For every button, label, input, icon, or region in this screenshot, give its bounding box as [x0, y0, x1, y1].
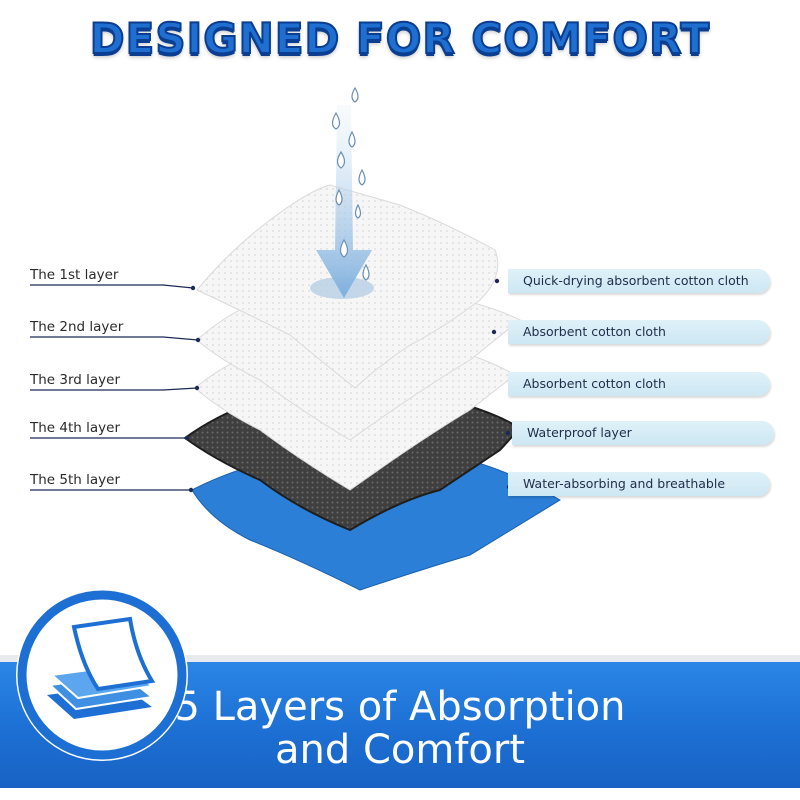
layer-1-label: The 1st layer	[30, 267, 119, 283]
layer-3-label: The 3rd layer	[30, 372, 121, 388]
layer-3-description: Absorbent cotton cloth	[508, 372, 770, 396]
banner-line-2: and Comfort	[274, 727, 526, 773]
layer-4-label: The 4th layer	[30, 420, 120, 436]
layers-badge-icon	[16, 589, 188, 761]
banner-line-1: 5 Layers of Absorption	[174, 684, 626, 730]
water-droplet-icon	[331, 86, 370, 281]
headline: DESIGNED FOR COMFORT	[89, 13, 711, 64]
layer-1-description: Quick-drying absorbent cotton cloth	[508, 269, 770, 293]
layer-4-description: Waterproof layer	[512, 421, 774, 445]
layer-2-label: The 2nd layer	[30, 319, 124, 335]
layer-5-label: The 5th layer	[30, 472, 120, 488]
layer-5-description: Water-absorbing and breathable	[508, 472, 770, 496]
banner-top-edge	[0, 655, 800, 665]
down-arrow-icon	[316, 105, 372, 298]
layer-2-description: Absorbent cotton cloth	[508, 320, 770, 344]
